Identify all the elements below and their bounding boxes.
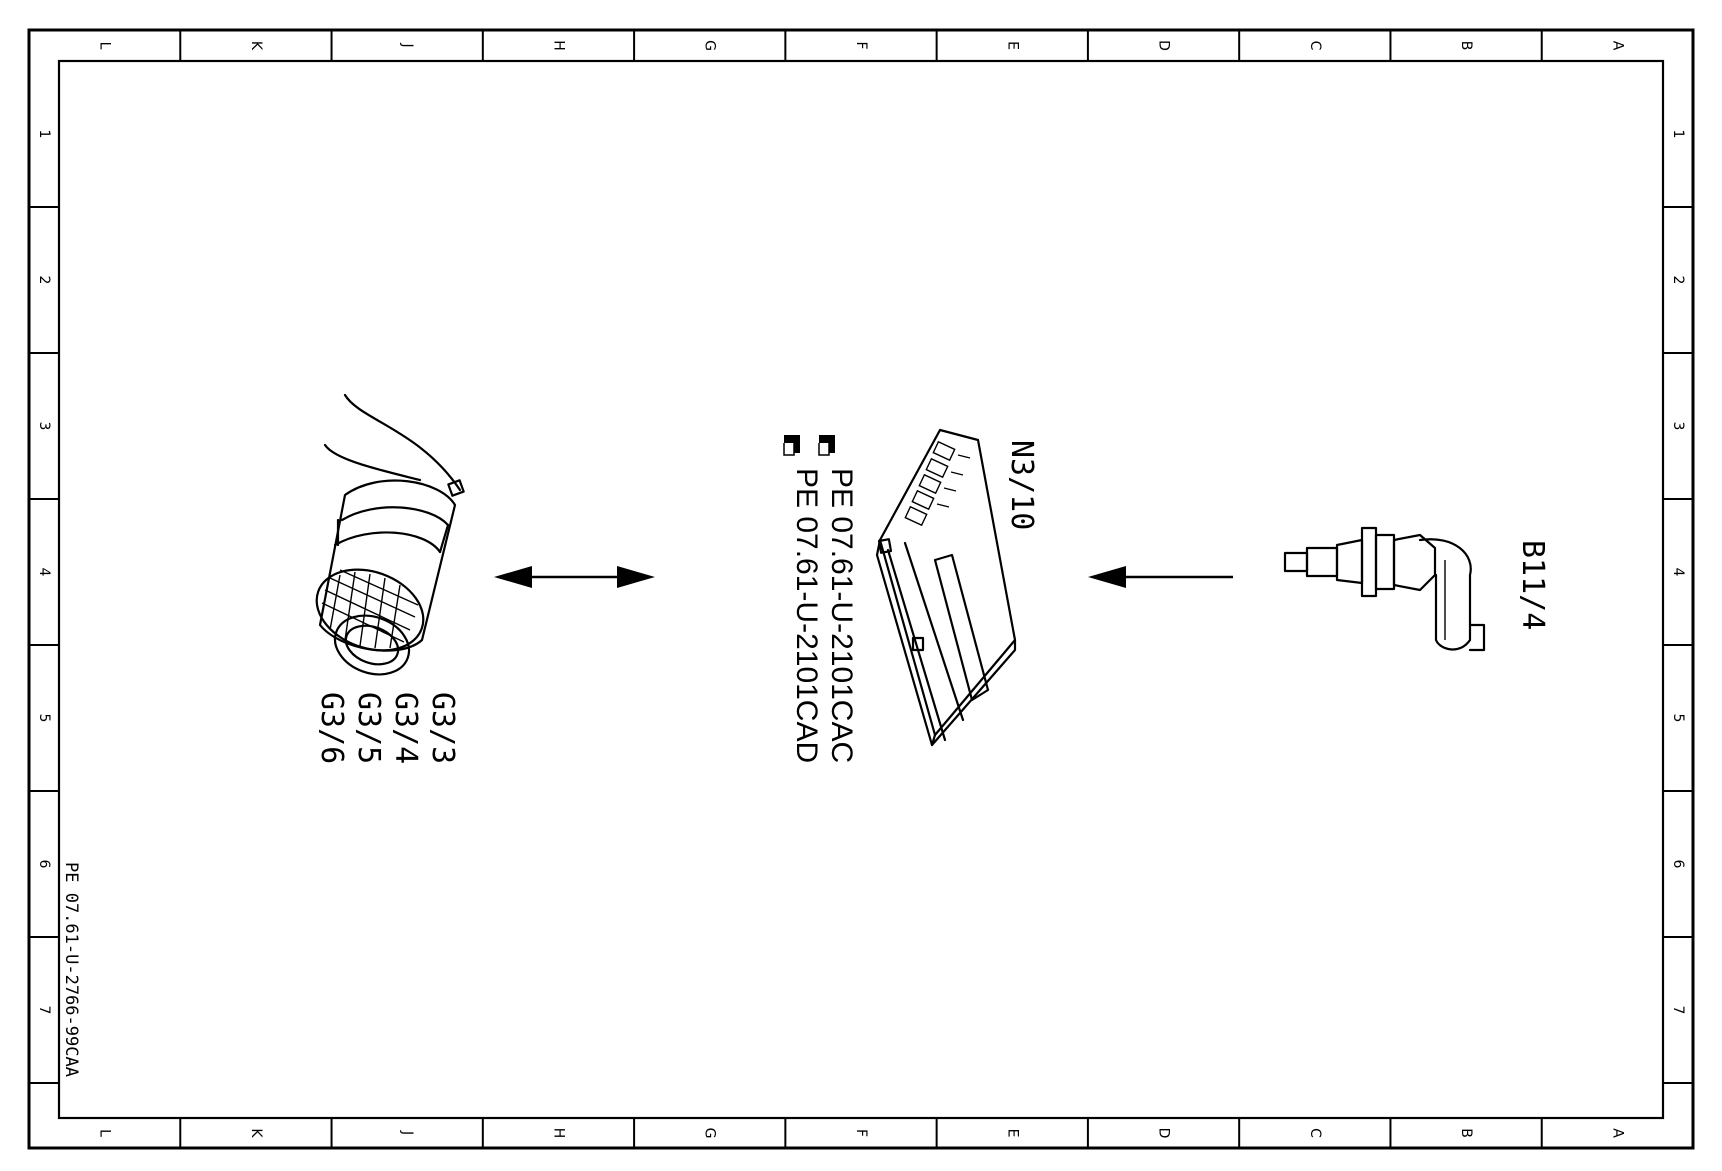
grid-labels: L L K K J J H H G G F F E E D D C C B B A A 1 1 2 2 3 3 4 4 5 5 6 6 7 7 xyxy=(36,40,1686,1138)
label-g3-3: G3/3 xyxy=(425,692,460,764)
inner-frame xyxy=(57,59,1665,1120)
column-label-l: L xyxy=(97,42,113,50)
double-arrow-icon xyxy=(494,566,655,588)
column-label-a: A xyxy=(1609,41,1625,51)
column-label-f: F xyxy=(853,1129,869,1137)
column-label-c: C xyxy=(1307,1128,1323,1138)
row-label-3: 3 xyxy=(1670,422,1686,431)
row-label-2: 2 xyxy=(1670,276,1686,285)
document-reference: PE 07.61-U-2766-99CAA xyxy=(61,862,81,1077)
column-label-j: J xyxy=(399,1130,415,1135)
column-label-d: D xyxy=(1156,40,1172,51)
row-label-6: 6 xyxy=(1670,860,1686,869)
row-label-6: 6 xyxy=(36,860,52,869)
grid-ticks xyxy=(29,30,1693,1148)
column-label-h: H xyxy=(550,1128,566,1139)
row-label-5: 5 xyxy=(36,714,52,723)
control-unit-icon xyxy=(875,428,1017,747)
row-label-4: 4 xyxy=(36,568,52,577)
label-g3-5: G3/5 xyxy=(351,692,386,764)
row-label-2: 2 xyxy=(36,276,52,285)
row-label-7: 7 xyxy=(36,1006,52,1015)
label-g3-4: G3/4 xyxy=(388,692,423,764)
row-label-3: 3 xyxy=(36,422,52,431)
label-b11-4: B11/4 xyxy=(1515,540,1550,630)
reference-2101cac: PE 07.61-U-2101CAC xyxy=(825,468,858,763)
column-label-l: L xyxy=(97,1129,113,1137)
temperature-sensor-icon xyxy=(1283,526,1486,652)
row-label-1: 1 xyxy=(1670,130,1686,139)
column-label-h: H xyxy=(550,40,566,51)
pointing-hand-icon xyxy=(783,435,800,456)
column-label-b: B xyxy=(1458,41,1474,51)
reference-2101cad: PE 07.61-U-2101CAD xyxy=(790,468,823,763)
column-label-a: A xyxy=(1609,1128,1625,1138)
column-label-g: G xyxy=(702,40,718,51)
column-label-k: K xyxy=(248,1128,264,1138)
label-g3-6: G3/6 xyxy=(314,692,349,764)
round-actuator-icon xyxy=(315,393,465,676)
arrow-left-icon xyxy=(1088,566,1233,588)
row-label-5: 5 xyxy=(1670,714,1686,723)
pointing-hand-icon xyxy=(818,435,835,456)
column-label-d: D xyxy=(1156,1128,1172,1139)
column-label-c: C xyxy=(1307,41,1323,51)
column-label-j: J xyxy=(399,42,415,47)
actuator-labels: G3/3 G3/4 G3/5 G3/6 xyxy=(314,692,460,764)
row-label-4: 4 xyxy=(1670,568,1686,577)
column-label-f: F xyxy=(853,41,869,49)
column-label-e: E xyxy=(1004,41,1020,50)
reference-list: PE 07.61-U-2101CAC PE 07.61-U-2101CAD xyxy=(783,435,858,763)
label-n3-10: N3/10 xyxy=(1004,440,1039,530)
contact-slots xyxy=(904,440,971,527)
outer-frame xyxy=(27,28,1695,1150)
column-label-g: G xyxy=(702,1128,718,1139)
mesh-pattern xyxy=(321,569,419,649)
column-label-b: B xyxy=(1458,1128,1474,1138)
column-label-e: E xyxy=(1004,1129,1020,1138)
column-label-k: K xyxy=(248,41,264,51)
row-label-1: 1 xyxy=(36,130,52,139)
row-label-7: 7 xyxy=(1670,1006,1686,1015)
